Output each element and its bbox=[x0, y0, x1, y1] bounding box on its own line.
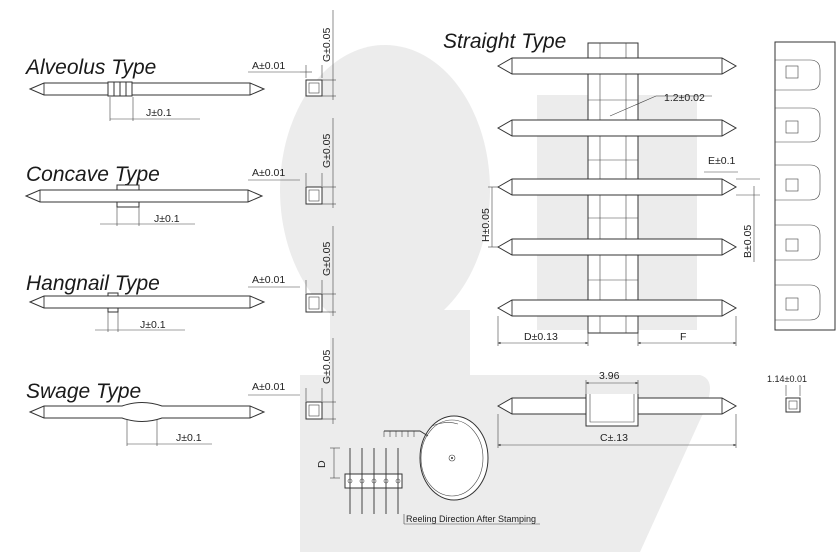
c-dim: C±.13 bbox=[600, 432, 628, 444]
concave-type-title: Concave Type bbox=[26, 163, 160, 186]
d13-dim: D±0.13 bbox=[524, 331, 558, 343]
h-dim: H±0.05 bbox=[480, 208, 492, 242]
pitch-dim: 1.2±0.02 bbox=[664, 92, 705, 104]
straight-pins bbox=[496, 57, 738, 317]
b-dim: B±0.05 bbox=[742, 225, 754, 258]
concave-a-dim: A±0.01 bbox=[252, 167, 285, 179]
reel bbox=[383, 415, 540, 525]
hangnail-pin bbox=[28, 292, 266, 332]
alveolus-pin bbox=[28, 81, 266, 121]
concave-j-dim: J±0.1 bbox=[154, 213, 180, 225]
pin-header-comb bbox=[330, 447, 403, 514]
hangnail-a-dim: A±0.01 bbox=[252, 274, 285, 286]
hangnail-j-dim: J±0.1 bbox=[140, 319, 166, 331]
concave-pin bbox=[24, 184, 264, 226]
width-396-dim: 3.96 bbox=[599, 370, 620, 382]
alveolus-a-dim: A±0.01 bbox=[252, 60, 285, 72]
alveolus-g-dim: G±0.05 bbox=[321, 27, 333, 62]
small-section bbox=[785, 397, 801, 413]
small-section-inner bbox=[788, 400, 798, 410]
sq-dim: 1.14±0.01 bbox=[767, 374, 807, 384]
alveolus-type-title: Alveolus Type bbox=[24, 56, 156, 79]
pitch-leader bbox=[609, 95, 657, 117]
reel-direction-label: Reeling Direction After Stamping bbox=[406, 514, 536, 524]
bottom-pin bbox=[496, 380, 738, 448]
d-height-dim: D bbox=[316, 460, 328, 468]
straight-type-title: Straight Type bbox=[443, 30, 566, 53]
hangnail-type-title: Hangnail Type bbox=[26, 272, 160, 295]
concave-g-dim: G±0.05 bbox=[321, 133, 333, 168]
swage-g-dim: G±0.05 bbox=[321, 349, 333, 384]
alveolus-j-dim: J±0.1 bbox=[146, 107, 172, 119]
swage-j-dim: J±0.1 bbox=[176, 432, 202, 444]
cross-section-column bbox=[248, 10, 336, 424]
f-dim: F bbox=[680, 331, 686, 343]
side-view-strip bbox=[774, 41, 836, 331]
hangnail-g-dim: G±0.05 bbox=[321, 241, 333, 276]
e-dim: E±0.1 bbox=[708, 155, 736, 167]
swage-a-dim: A±0.01 bbox=[252, 381, 285, 393]
swage-pin bbox=[28, 402, 266, 446]
swage-type-title: Swage Type bbox=[26, 380, 141, 403]
